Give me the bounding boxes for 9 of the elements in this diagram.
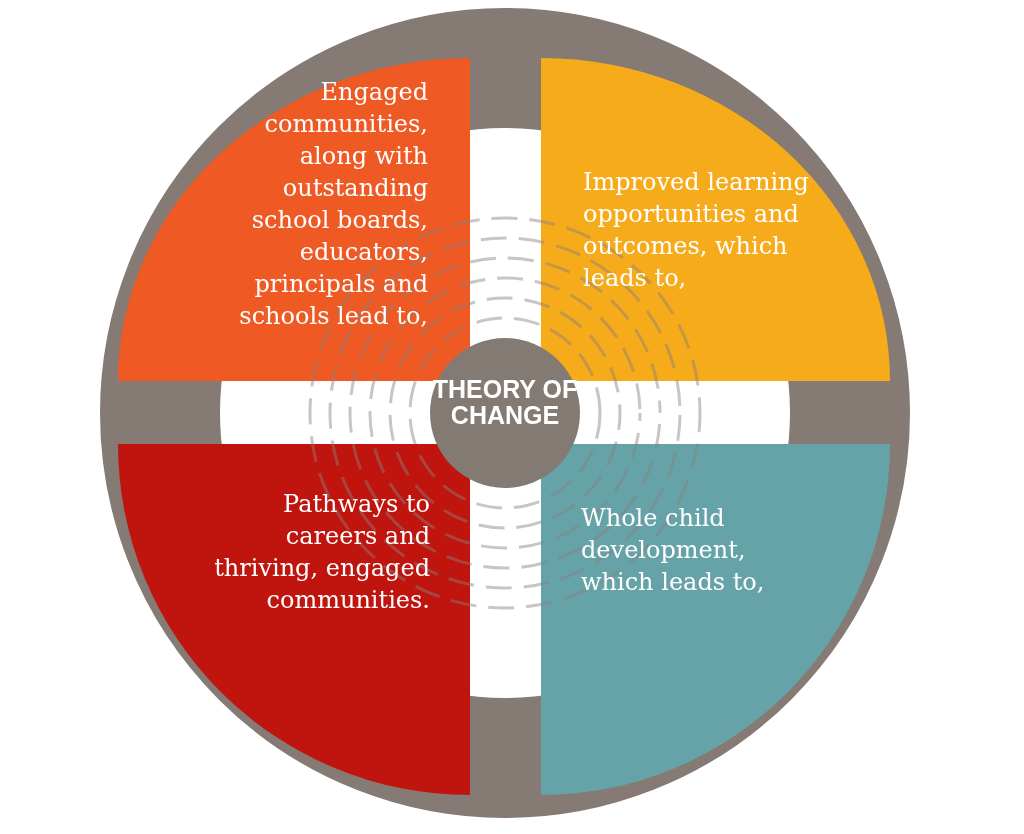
- quadrant-shape: [118, 444, 470, 795]
- quadrant-shape: [541, 444, 890, 795]
- quadrant-shape: [118, 58, 470, 381]
- center-title: THEORY OF CHANGE: [431, 376, 579, 428]
- quadrant-text: Whole child development, which leads to,: [581, 503, 766, 598]
- quadrant-text: Engaged communities, along with outstanding school boards, educators, principals and schools lead to,: [238, 77, 428, 332]
- quadrant-text: Improved learning opportunities and outcomes, which leads to,: [583, 167, 810, 294]
- quadrant-text: Pathways to careers and thriving, engaged communities.: [213, 489, 430, 616]
- quadrant-shape: [541, 58, 890, 381]
